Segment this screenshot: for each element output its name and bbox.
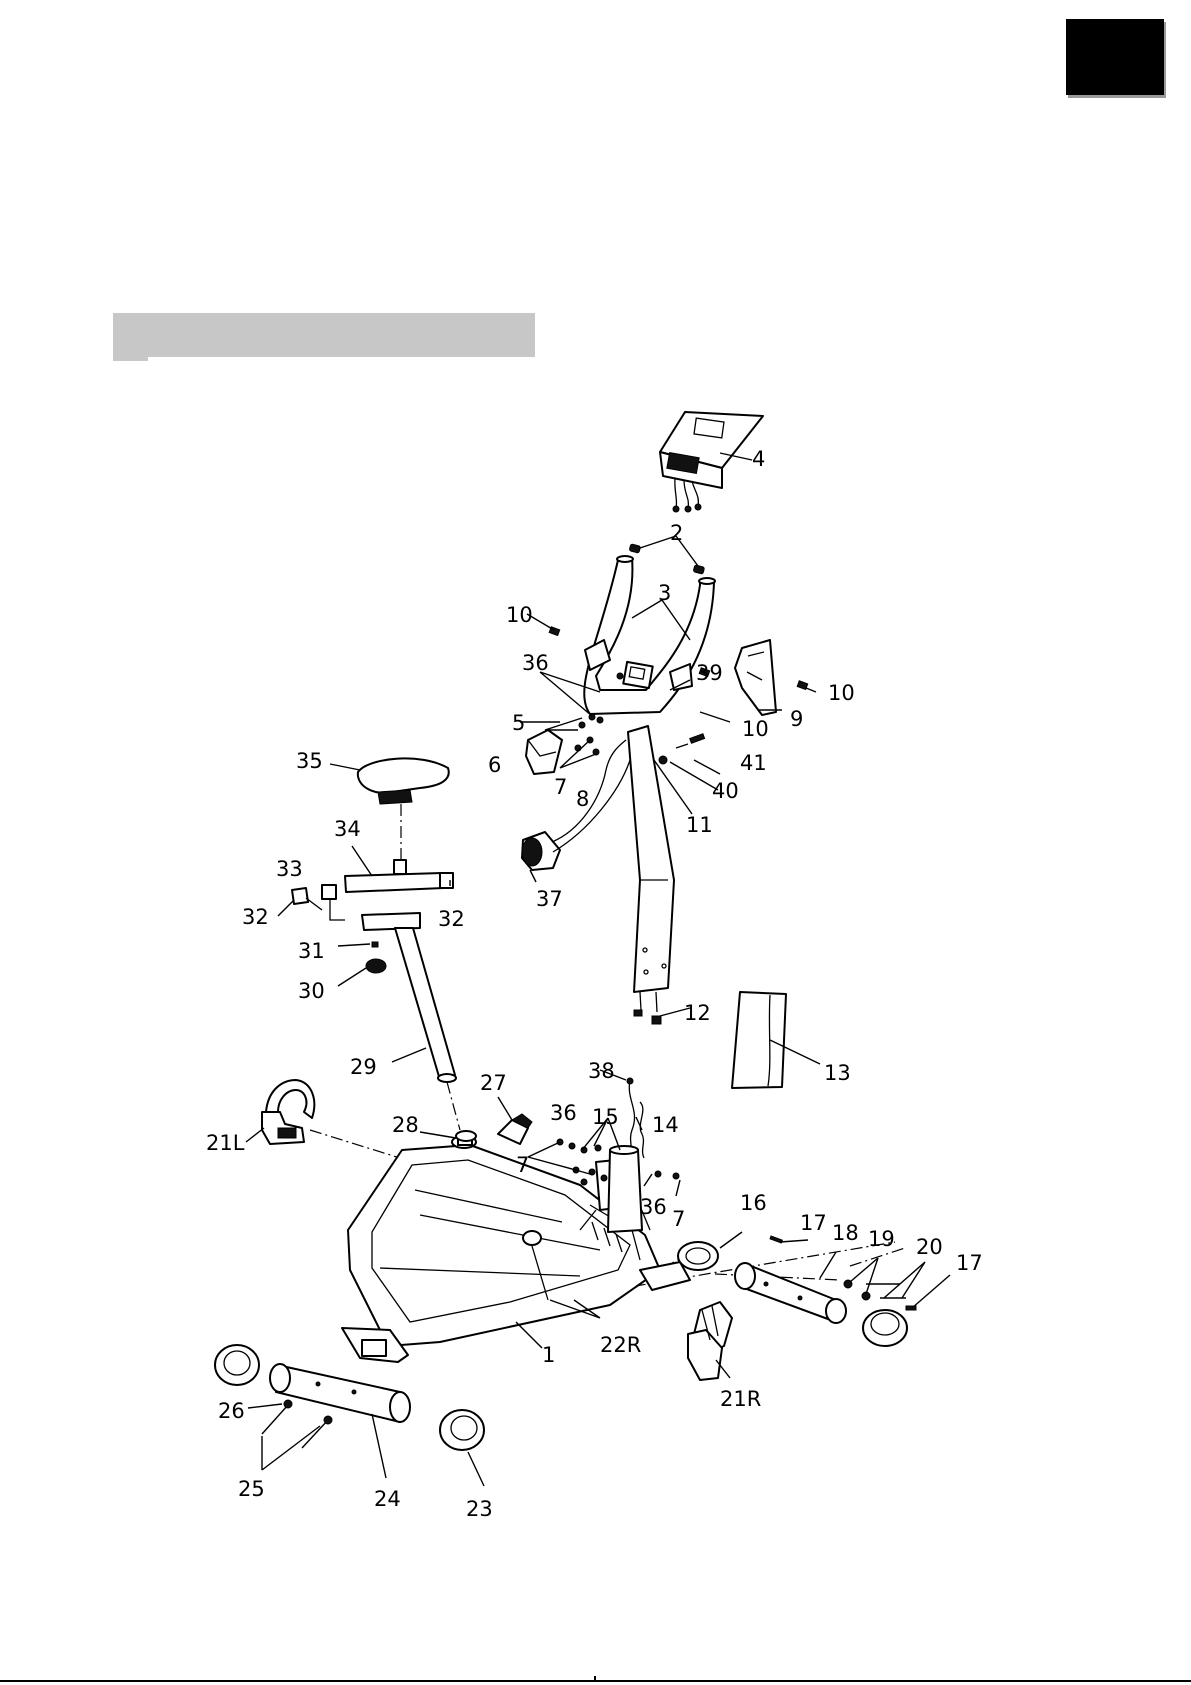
- label-36-lower-left: 36: [550, 1101, 577, 1125]
- part-24-front-stabilizer: [270, 1364, 410, 1422]
- label-9: 9: [790, 707, 803, 731]
- label-30: 30: [298, 979, 325, 1003]
- label-16: 16: [740, 1191, 767, 1215]
- part-16-end-cap: [678, 1242, 718, 1270]
- part-17-right-end-cap: [863, 1310, 907, 1346]
- label-36-lower-right: 36: [640, 1195, 667, 1219]
- part-27-tension-control: [498, 1114, 532, 1144]
- label-37: 37: [536, 887, 563, 911]
- part-34-saddle-slider: [345, 860, 444, 892]
- label-28: 28: [392, 1113, 419, 1137]
- label-14: 14: [652, 1113, 679, 1137]
- label-33: 33: [276, 857, 303, 881]
- label-21R: 21R: [720, 1387, 761, 1411]
- label-20: 20: [916, 1235, 943, 1259]
- part-23-end-cap: [440, 1410, 484, 1450]
- label-6: 6: [488, 753, 501, 777]
- label-34: 34: [334, 817, 361, 841]
- label-26: 26: [218, 1399, 245, 1423]
- part-3-handlebar: [584, 556, 715, 714]
- label-5: 5: [512, 711, 525, 735]
- label-29: 29: [350, 1055, 377, 1079]
- label-32-left: 32: [242, 905, 269, 929]
- part-11-upright-tube: [628, 726, 674, 1024]
- part-26-end-cap: [215, 1345, 259, 1385]
- part-30-31-knob: [366, 942, 386, 973]
- label-19: 19: [868, 1227, 895, 1251]
- label-40: 40: [712, 779, 739, 803]
- label-32-right: 32: [438, 907, 465, 931]
- label-41: 41: [740, 751, 767, 775]
- part-4-console: [660, 412, 763, 512]
- label-23: 23: [466, 1497, 493, 1521]
- label-31: 31: [298, 939, 325, 963]
- part-35-saddle: [358, 758, 449, 804]
- label-24: 24: [374, 1487, 401, 1511]
- part-25-bolts: [262, 1400, 332, 1448]
- part-21R-right-pedal: [688, 1302, 732, 1380]
- part-19-20-bolts: [844, 1280, 916, 1310]
- label-7-lower-right: 7: [672, 1207, 685, 1231]
- label-17-right: 17: [956, 1251, 983, 1275]
- label-10-middle: 10: [742, 717, 769, 741]
- label-13: 13: [824, 1061, 851, 1085]
- label-8: 8: [576, 787, 589, 811]
- label-1: 1: [542, 1343, 555, 1367]
- label-7-upper: 7: [554, 775, 567, 799]
- label-2: 2: [670, 521, 683, 545]
- label-3: 3: [658, 581, 671, 605]
- part-13-front-shroud: [732, 992, 786, 1088]
- part-number-labels: 4 2 3 10 36 39 10 9 10 5 6 7 8 41 40 11 …: [206, 447, 983, 1521]
- label-22R: 22R: [600, 1333, 641, 1357]
- label-7-lower-left: 7: [516, 1153, 529, 1177]
- label-4: 4: [752, 447, 765, 471]
- part-28-bushing: [456, 1131, 476, 1141]
- label-36-upper: 36: [522, 651, 549, 675]
- part-15-upright-sleeve: [608, 1146, 642, 1232]
- label-11: 11: [686, 813, 713, 837]
- label-15: 15: [592, 1105, 619, 1129]
- label-17-left: 17: [800, 1211, 827, 1235]
- label-10-right: 10: [828, 681, 855, 705]
- label-21L: 21L: [206, 1131, 245, 1155]
- part-6-cover: [526, 730, 562, 774]
- part-9-bottle-holder: [735, 640, 776, 715]
- part-21L-left-pedal: [262, 1080, 314, 1144]
- label-12: 12: [684, 1001, 711, 1025]
- label-25: 25: [238, 1477, 265, 1501]
- label-18: 18: [832, 1221, 859, 1245]
- label-38: 38: [588, 1059, 615, 1083]
- label-39: 39: [696, 661, 723, 685]
- label-35: 35: [296, 749, 323, 773]
- label-27: 27: [480, 1071, 507, 1095]
- label-10-left: 10: [506, 603, 533, 627]
